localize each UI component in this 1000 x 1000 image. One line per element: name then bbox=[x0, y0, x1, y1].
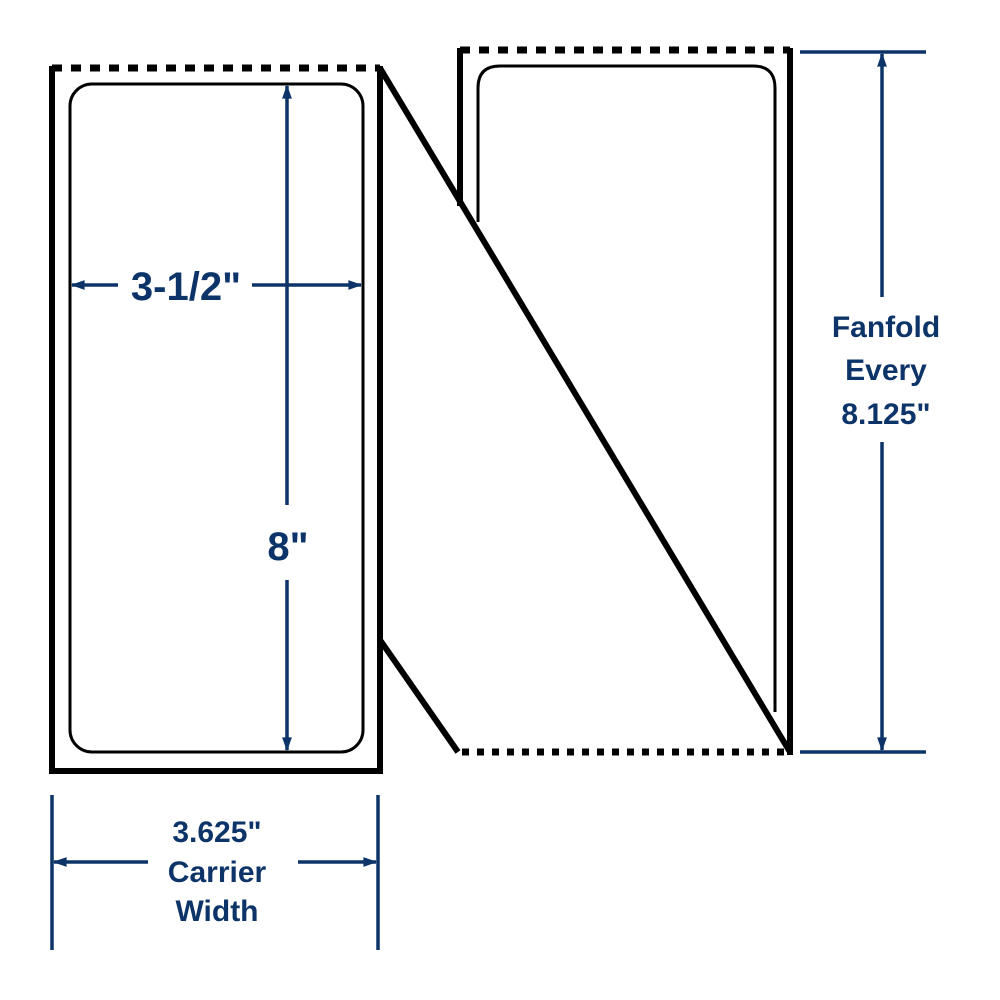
carrier-text-line2: Carrier bbox=[168, 856, 267, 889]
label-height-text: 8" bbox=[267, 525, 308, 569]
fold-lines bbox=[377, 66, 793, 754]
back-label-panel bbox=[457, 46, 793, 756]
label-outline bbox=[68, 82, 365, 754]
front-label-panel bbox=[49, 64, 383, 774]
carrier-outline bbox=[49, 66, 383, 774]
fanfold-text-line2: Every bbox=[845, 354, 927, 387]
fanfold-text-line3: 8.125" bbox=[841, 398, 930, 431]
label-width-text: 3-1/2" bbox=[131, 265, 241, 309]
back-label-outline bbox=[476, 64, 777, 712]
carrier-text-line1: 3.625" bbox=[172, 816, 261, 849]
fold-diagonal-main bbox=[377, 66, 793, 754]
fanfold-text-line1: Fanfold bbox=[832, 311, 940, 344]
dimension-lines bbox=[50, 50, 926, 950]
carrier-text-line3: Width bbox=[175, 895, 258, 928]
fold-diagonal-lower bbox=[377, 638, 461, 754]
